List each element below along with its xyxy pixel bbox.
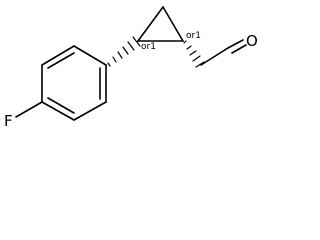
hashed-wedge-bond (107, 36, 141, 67)
benzene-ring (41, 45, 107, 121)
ring-bond (73, 101, 107, 121)
stereo-label-c2: or1 (186, 31, 201, 41)
ring-double-bond (47, 97, 75, 114)
ring-bond (41, 45, 75, 66)
c-o-double-bond (227, 39, 244, 49)
ring-bond (137, 6, 164, 42)
ring-bond (162, 6, 184, 42)
c-c-bond (200, 47, 229, 66)
cyclopropane-ring (137, 6, 184, 42)
c-o-double-bond (231, 44, 247, 54)
c-f-bond (15, 101, 43, 118)
molecule-structure: F or1 or1 O (4, 6, 258, 128)
ring-bond (73, 45, 107, 66)
ring-bond (41, 101, 75, 121)
fluorine-label: F (4, 112, 13, 128)
stereo-label-c1: or1 (141, 42, 156, 52)
ring-double-bond (47, 52, 75, 69)
oxygen-label: O (246, 32, 258, 50)
hashed-wedge-bond (183, 40, 205, 68)
